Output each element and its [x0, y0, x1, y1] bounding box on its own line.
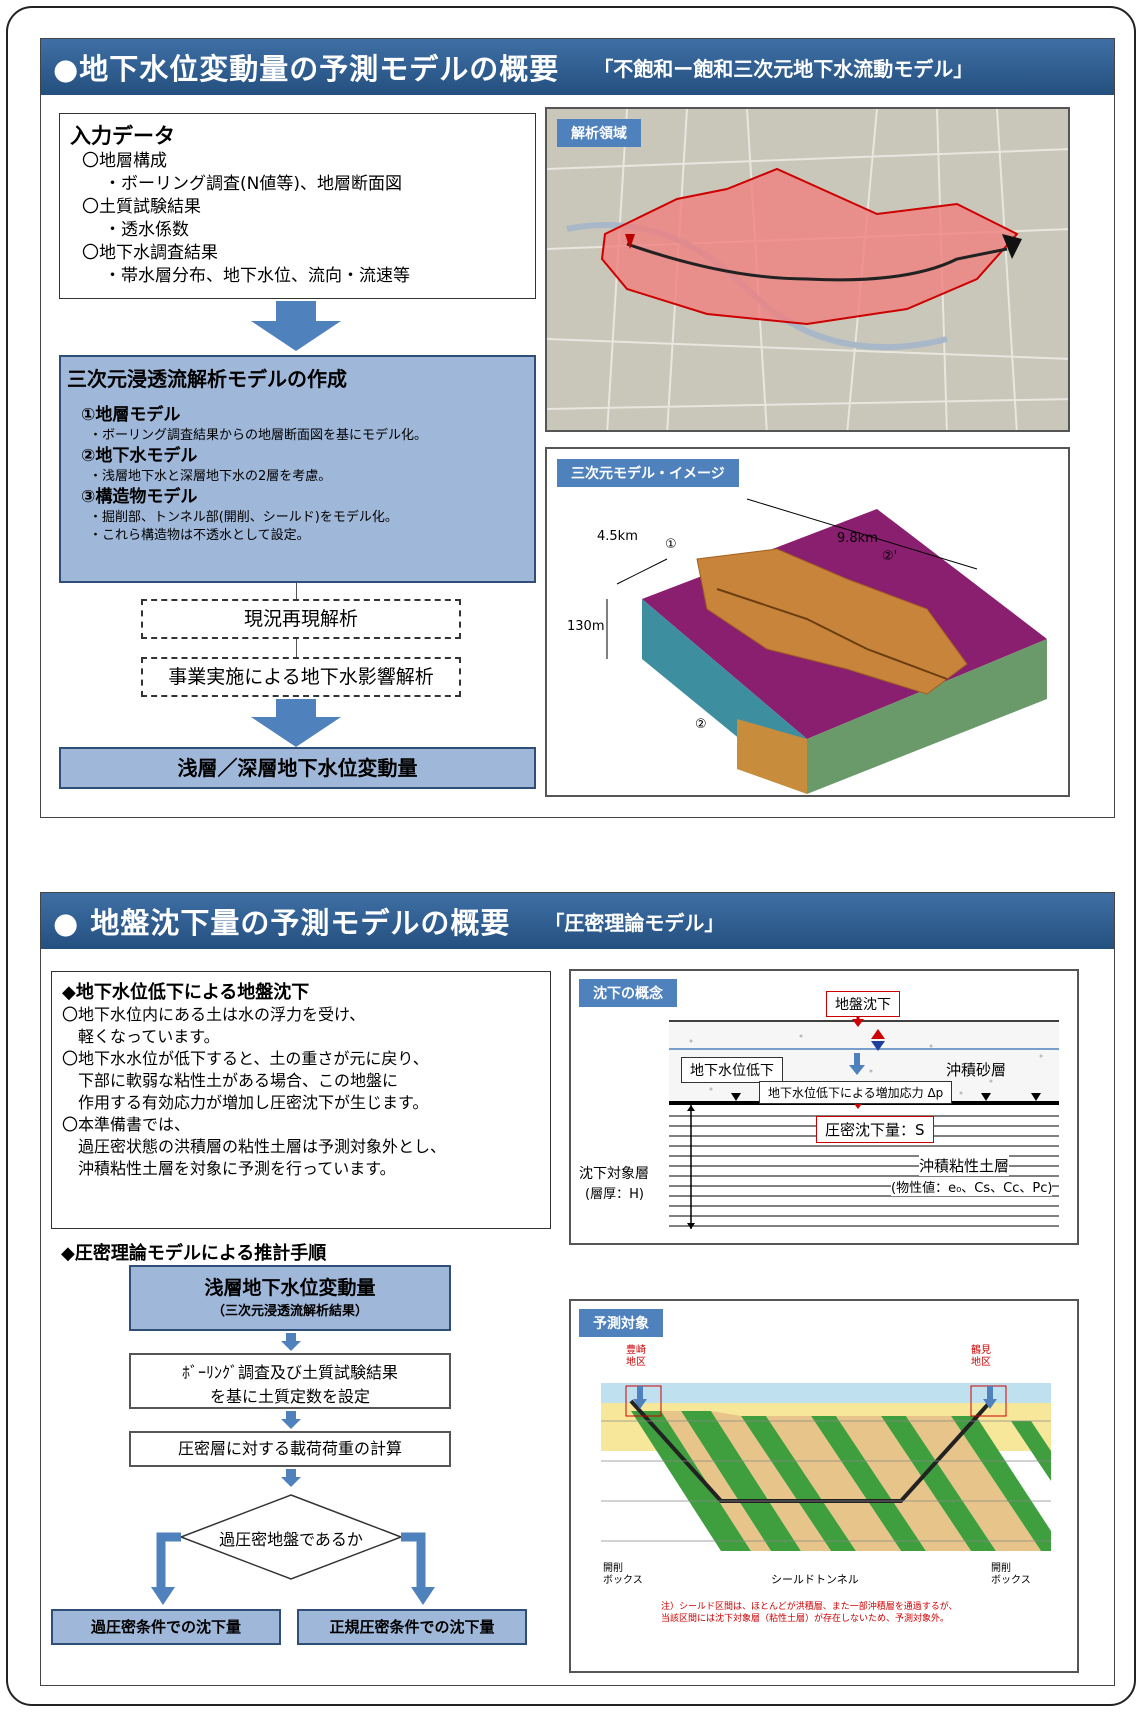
cross-section-drawing — [601, 1381, 1051, 1611]
label-subsidence: 地盤沈下 — [826, 991, 900, 1017]
explanation-line: 沖積粘性土層を対象に予測を行っています。 — [62, 1159, 396, 1178]
settlement-concept-diagram: 沈下の概念 地盤沈下 地下水位低下 沖積砂層 地下水位低下による増加応力 Δp … — [569, 969, 1079, 1245]
model-heading: 三次元浸透流解析モデルの作成 — [67, 367, 347, 391]
result-label: 浅層／深層地下水位変動量 — [177, 756, 418, 780]
section-marker: ① — [665, 537, 677, 552]
step-label: 事業実施による地下水影響解析 — [168, 666, 434, 688]
flow-step-soil: ﾎﾞｰﾘﾝｸﾞ調査及び土質試験結果 を基に土質定数を設定 — [129, 1353, 451, 1409]
map-tag: 解析領域 — [557, 119, 641, 147]
flow-top-sublabel: （三次元浸透流解析結果） — [211, 1304, 368, 1319]
flow-heading: ◆圧密理論モデルによる推計手順 — [61, 1243, 327, 1264]
label-gw-drop: 地下水位低下 — [681, 1057, 783, 1083]
flow-step-label: を基に土質定数を設定 — [209, 1387, 370, 1406]
section-marker: ② — [695, 717, 707, 732]
down-arrow-icon — [151, 1587, 175, 1605]
analysis-area-map: 解析領域 — [545, 107, 1070, 432]
target-note: 注）シールド区間は、ほとんどが洪積層、また一部沖積層を通過するが、当該区間には沈… — [661, 1602, 958, 1624]
down-arrow-icon — [281, 1411, 301, 1429]
model-creation-box: 三次元浸透流解析モデルの作成 ①地層モデル ・ボーリング調査結果からの地層断面図… — [59, 355, 536, 583]
section-title: ●地下水位変動量の予測モデルの概要 — [53, 52, 560, 86]
input-line: 〇地層構成 — [82, 151, 167, 171]
section-subtitle: 「不飽和ー飽和三次元地下水流動モデル」 — [593, 56, 974, 81]
dimension-length: 9.8km — [837, 531, 878, 546]
label-settlement: 圧密沈下量：S — [816, 1116, 934, 1143]
concept-tag: 沈下の概念 — [579, 979, 677, 1007]
box-right-label: 開削 ボックス — [991, 1563, 1031, 1586]
down-arrow-icon — [251, 699, 341, 747]
flow-step-label: 圧密層に対する載荷荷重の計算 — [177, 1439, 402, 1458]
area-left-label: 豊崎 地区 — [626, 1345, 646, 1368]
flow-step-load: 圧密層に対する載荷荷重の計算 — [129, 1431, 451, 1467]
explanation-line: 下部に軟弱な粘性土がある場合、この地盤に — [62, 1071, 399, 1090]
input-line: ・帯水層分布、地下水位、流向・流速等 — [104, 266, 410, 286]
explanation-line: 過圧密状態の洪積層の粘性土層は予測対象外とし、 — [62, 1137, 447, 1156]
box-left-label: 開削 ボックス — [603, 1563, 643, 1586]
area-right-label: 鶴見 地区 — [971, 1345, 991, 1368]
down-arrow-icon — [251, 301, 341, 351]
model-3d-drawing — [606, 498, 1047, 794]
tunnel-label: シールドトンネル — [771, 1573, 859, 1586]
model-item: ③構造物モデル — [81, 487, 198, 507]
step-current-analysis: 現況再現解析 — [141, 599, 461, 639]
model3d-tag: 三次元モデル・イメージ — [557, 459, 739, 487]
section-title: ● 地盤沈下量の予測モデルの概要 — [53, 906, 511, 940]
explanation-line: 〇本準備書では、 — [62, 1115, 191, 1134]
decision-diamond — [156, 1494, 426, 1589]
down-arrow-icon — [411, 1587, 435, 1605]
input-line: 〇土質試験結果 — [82, 197, 201, 217]
flow-step-label: ﾎﾞｰﾘﾝｸﾞ調査及び土質試験結果 — [181, 1363, 398, 1382]
model-item-sub: ・浅層地下水と深層地下水の2層を考慮。 — [89, 469, 332, 484]
section-marker: ②' — [882, 549, 898, 564]
target-tag: 予測対象 — [579, 1309, 663, 1337]
section-groundwater: ●地下水位変動量の予測モデルの概要 「不飽和ー飽和三次元地下水流動モデル」 入力… — [40, 38, 1115, 818]
flow-result-label: 正規圧密条件での沈下量 — [329, 1618, 495, 1636]
explanation-line: 〇地下水水位が低下すると、土の重さが元に戻り、 — [62, 1049, 429, 1068]
page-frame — [6, 6, 1136, 1706]
input-data-heading: 入力データ — [70, 124, 175, 148]
label-sand: 沖積砂層 — [946, 1061, 1007, 1079]
explanation-heading: ◆地下水位低下による地盤沈下 — [62, 982, 310, 1003]
flow-top-label: 浅層地下水位変動量 — [204, 1277, 376, 1299]
down-arrow-icon — [281, 1469, 301, 1487]
decision-label: 過圧密地盤であるか — [219, 1530, 363, 1549]
input-data-box: 入力データ 〇地層構成 ・ボーリング調査(N値等)、地層断面図 〇土質試験結果 … — [59, 113, 536, 299]
explanation-line: 軽くなっています。 — [62, 1027, 220, 1046]
section-header: ●地下水位変動量の予測モデルの概要 「不飽和ー飽和三次元地下水流動モデル」 — [41, 39, 1114, 95]
label-stress: 地下水位低下による増加応力 Δp — [759, 1081, 953, 1104]
section-subtitle: 「圧密理論モデル」 — [544, 910, 725, 935]
label-thickness: (層厚：H) — [585, 1183, 644, 1202]
label-props: (物性値：e₀、Cs、Cc、Pc) — [891, 1177, 1053, 1196]
section-header: ● 地盤沈下量の予測モデルの概要 「圧密理論モデル」 — [41, 893, 1114, 949]
input-line: ・ボーリング調査(N値等)、地層断面図 — [104, 174, 402, 194]
concept-drawing — [669, 1009, 1059, 1229]
map-image — [547, 109, 1068, 430]
section-subsidence: ● 地盤沈下量の予測モデルの概要 「圧密理論モデル」 ◆地下水位低下による地盤沈… — [40, 892, 1115, 1686]
label-clay: 沖積粘性土層 — [919, 1155, 1010, 1176]
flow-result-label: 過圧密条件での沈下量 — [90, 1618, 241, 1636]
connector — [296, 639, 297, 657]
prediction-target-diagram: 予測対象 豊崎 地区 鶴見 地区 — [569, 1299, 1079, 1673]
model-3d-image: 三次元モデル・イメージ 4.5km 9.8km 130m ① ②' ② — [545, 447, 1070, 797]
model-item-sub: ・ボーリング調査結果からの地層断面図を基にモデル化。 — [89, 428, 428, 443]
step-impact-analysis: 事業実施による地下水影響解析 — [141, 657, 461, 697]
input-line: ・透水係数 — [104, 220, 189, 240]
step-label: 現況再現解析 — [243, 608, 358, 630]
dimension-depth: 130m — [567, 619, 605, 634]
model-item-sub: ・掘削部、トンネル部(開削、シールド)をモデル化。 — [89, 510, 398, 525]
model-item: ①地層モデル — [81, 405, 181, 425]
flow-result-left: 過圧密条件での沈下量 — [51, 1609, 281, 1645]
flow-result-right: 正規圧密条件での沈下量 — [297, 1609, 527, 1645]
down-arrow-icon — [281, 1333, 301, 1351]
input-line: 〇地下水調査結果 — [82, 243, 218, 263]
model-item-sub: ・これら構造物は不透水として設定。 — [89, 528, 310, 543]
model-item: ②地下水モデル — [81, 446, 198, 466]
flow-top-box: 浅層地下水位変動量 （三次元浸透流解析結果） — [129, 1265, 451, 1331]
connector — [296, 583, 297, 599]
dimension-width: 4.5km — [597, 529, 638, 544]
explanation-box: ◆地下水位低下による地盤沈下 〇地下水位内にある土は水の浮力を受け、 軽くなって… — [51, 971, 551, 1229]
explanation-line: 〇地下水位内にある土は水の浮力を受け、 — [62, 1005, 366, 1024]
explanation-line: 作用する有効応力が増加し圧密沈下が生じます。 — [62, 1093, 429, 1112]
result-box: 浅層／深層地下水位変動量 — [59, 747, 536, 789]
label-target: 沈下対象層 — [579, 1163, 649, 1183]
